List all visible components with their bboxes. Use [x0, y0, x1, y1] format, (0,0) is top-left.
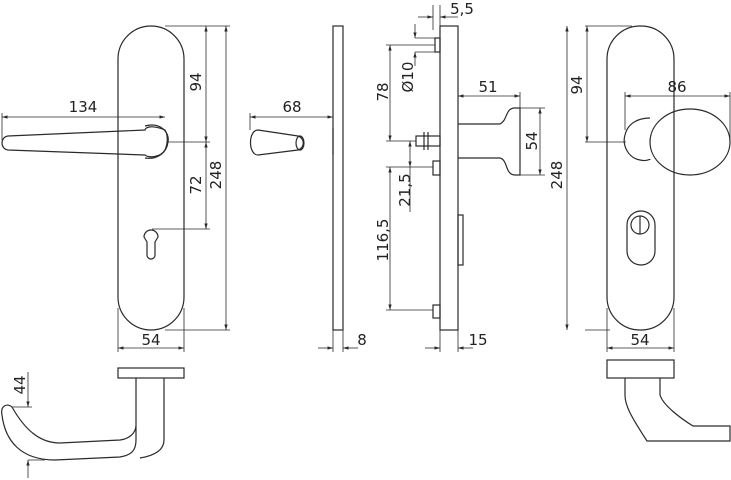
front-view-knob: 94 248 86 54 — [548, 25, 731, 352]
rosette — [144, 124, 169, 159]
dim-51: 51 — [478, 78, 497, 96]
dim-54-knob: 54 — [523, 131, 541, 150]
backplate — [117, 25, 185, 331]
front-view-lever: 94 72 248 134 54 — [1, 25, 230, 352]
lever-side — [249, 129, 304, 156]
dim-5-5: 5,5 — [450, 0, 474, 18]
keyhole — [143, 229, 159, 260]
backplate — [606, 25, 675, 331]
dim-diameter-10: Ø10 — [399, 62, 417, 93]
side-view-knob: 5,5 Ø10 78 21,5 116,5 51 54 15 — [374, 0, 545, 352]
dim-21-5: 21,5 — [396, 173, 414, 206]
dim-86: 86 — [667, 78, 686, 96]
knob-collar — [623, 117, 651, 162]
dim-8: 8 — [357, 331, 367, 349]
rosette-plan — [606, 359, 675, 379]
side-view-lever: 68 8 — [249, 25, 367, 352]
dim-78: 78 — [374, 82, 392, 101]
plate-edge — [439, 25, 459, 331]
dim-248: 248 — [207, 161, 225, 190]
dim-68: 68 — [282, 98, 301, 116]
dim-94-knob: 94 — [568, 75, 586, 94]
dim-44: 44 — [11, 375, 29, 394]
dim-54: 54 — [141, 331, 160, 349]
dim-248-knob: 248 — [548, 161, 566, 190]
dim-134: 134 — [69, 98, 98, 116]
knob-top-view — [606, 359, 731, 442]
dim-54-knob-plate: 54 — [630, 331, 649, 349]
lever-handle — [1, 126, 168, 158]
plate-edge — [332, 25, 344, 331]
cylinder-escutcheon — [626, 210, 656, 266]
dim-94: 94 — [187, 72, 205, 91]
dim-116-5: 116,5 — [374, 219, 392, 262]
dim-15: 15 — [468, 331, 487, 349]
dim-72: 72 — [187, 175, 205, 194]
lever-top-view: 44 — [1, 367, 185, 478]
knob — [649, 108, 731, 176]
rosette-plan — [117, 367, 185, 379]
knob-profile — [458, 107, 521, 176]
